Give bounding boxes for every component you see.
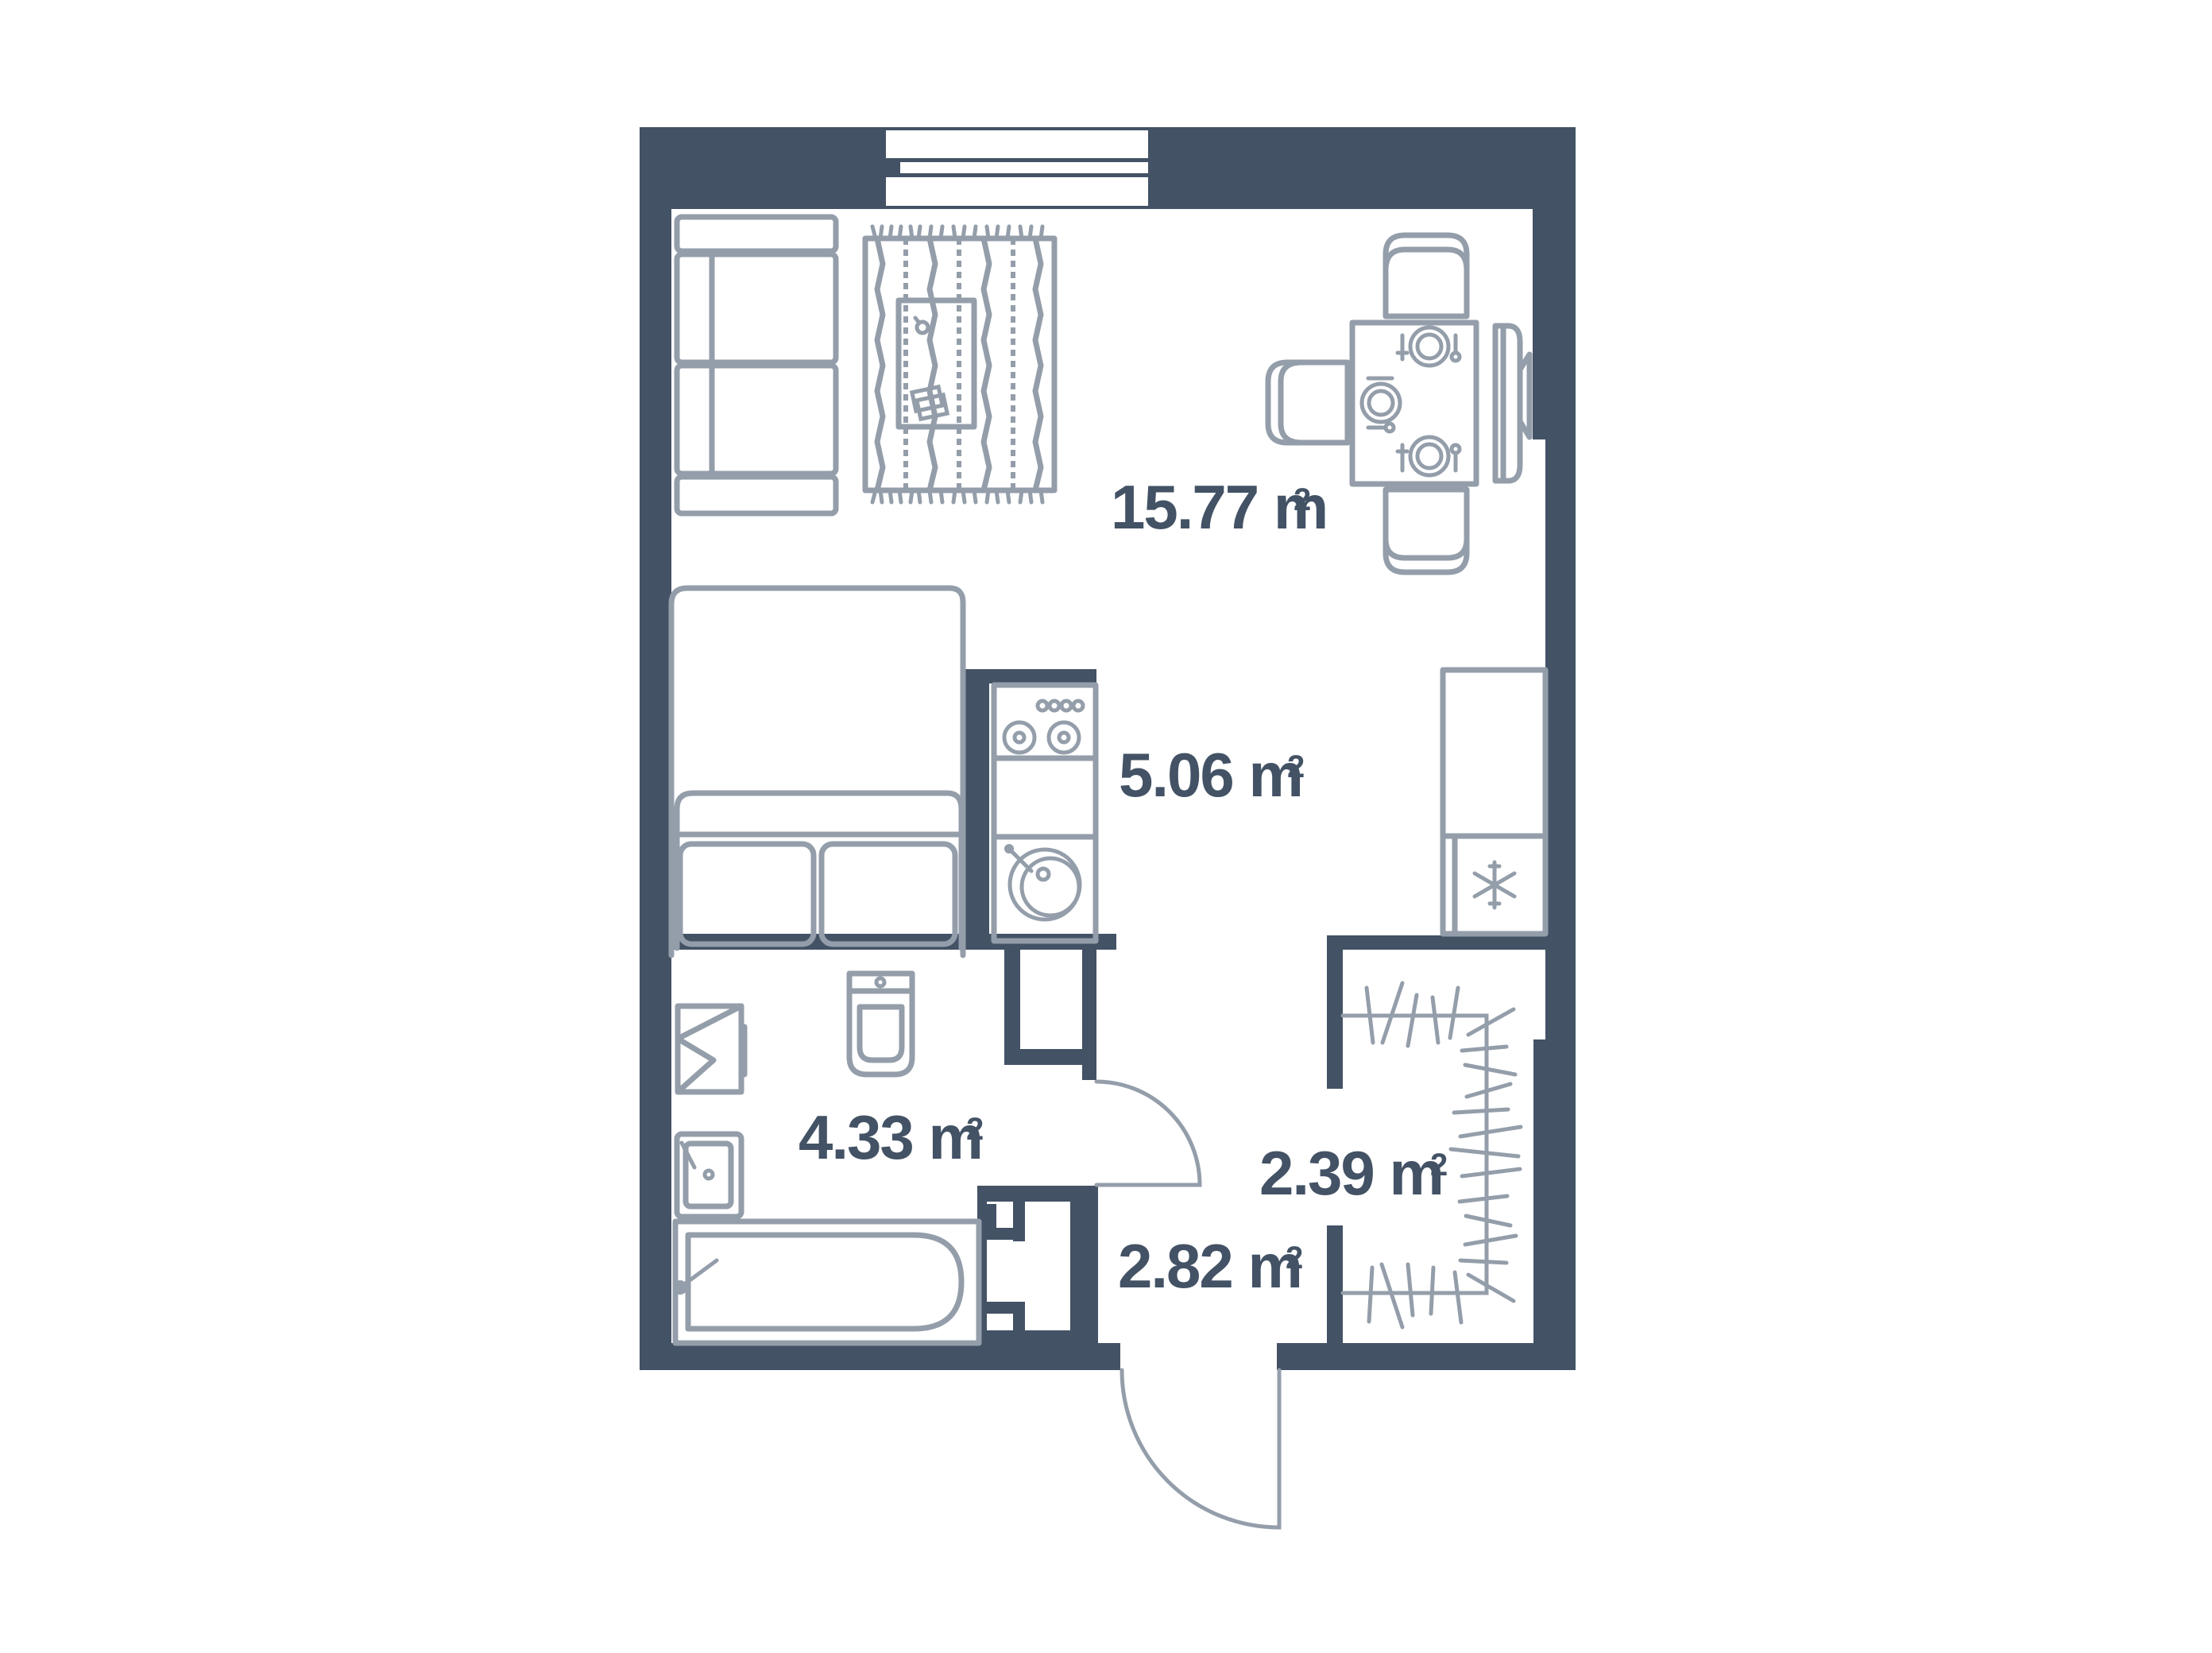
entry-door[interactable] <box>1120 1368 1282 1530</box>
area-label-living: 15.77 m <box>1111 472 1327 542</box>
area-sup-wardrobe: 2 <box>1430 1148 1448 1183</box>
area-label-hallway: 2.82 m <box>1118 1231 1301 1301</box>
area-sup-kitchen: 2 <box>1287 749 1305 784</box>
bathroom-door[interactable] <box>1094 1079 1202 1187</box>
closet-left-wall-top <box>1327 935 1343 1089</box>
area-sup-hallway: 2 <box>1286 1241 1303 1276</box>
bathroom-lower-shaft <box>977 1186 1098 1345</box>
washbasin <box>674 1131 744 1220</box>
kitchen-partition <box>963 669 989 948</box>
kitchen-counter <box>991 682 1099 944</box>
spoon-icon <box>1366 333 1462 473</box>
area-sup-living: 2 <box>1294 482 1311 517</box>
wardrobe-rack <box>1340 981 1523 1330</box>
cup-icon <box>913 316 930 335</box>
book-icon <box>909 384 950 422</box>
left-wall <box>640 127 671 1370</box>
area-label-wardrobe: 2.39 m <box>1259 1138 1443 1208</box>
closet-top-wall <box>1327 935 1557 950</box>
area-sup-bathroom: 2 <box>966 1112 984 1147</box>
sink <box>1004 844 1082 922</box>
window <box>886 130 1148 206</box>
bathtub <box>672 1218 982 1346</box>
kitchen-partition-cap <box>963 669 1096 683</box>
fork-icon <box>1366 333 1410 473</box>
area-label-bathroom: 4.33 m <box>799 1102 982 1172</box>
tv <box>1492 323 1533 484</box>
coffee-table <box>895 297 977 430</box>
bottom-wall-left <box>640 1343 1120 1370</box>
right-wall-lower <box>1533 1039 1576 1370</box>
area-label-kitchen: 5.06 m <box>1119 740 1302 810</box>
right-wall-upper <box>1533 127 1576 439</box>
stove <box>1002 699 1085 755</box>
bottom-wall-right <box>1277 1343 1576 1370</box>
dining-chair <box>1382 486 1470 575</box>
snowflake-icon <box>1472 860 1517 910</box>
utility-shaft <box>1004 948 1096 1080</box>
dining-chair <box>1265 359 1351 446</box>
dining-chair <box>1382 232 1470 319</box>
refrigerator <box>1440 667 1549 937</box>
rug <box>862 224 1058 505</box>
bed <box>668 585 966 958</box>
dining-table <box>1349 319 1479 487</box>
toilet <box>846 970 915 1078</box>
sofa <box>674 214 839 517</box>
walls <box>640 127 1576 1370</box>
plate-icon <box>1359 325 1451 478</box>
closet-left-wall-bottom <box>1327 1225 1343 1345</box>
washing-machine <box>675 1003 748 1095</box>
